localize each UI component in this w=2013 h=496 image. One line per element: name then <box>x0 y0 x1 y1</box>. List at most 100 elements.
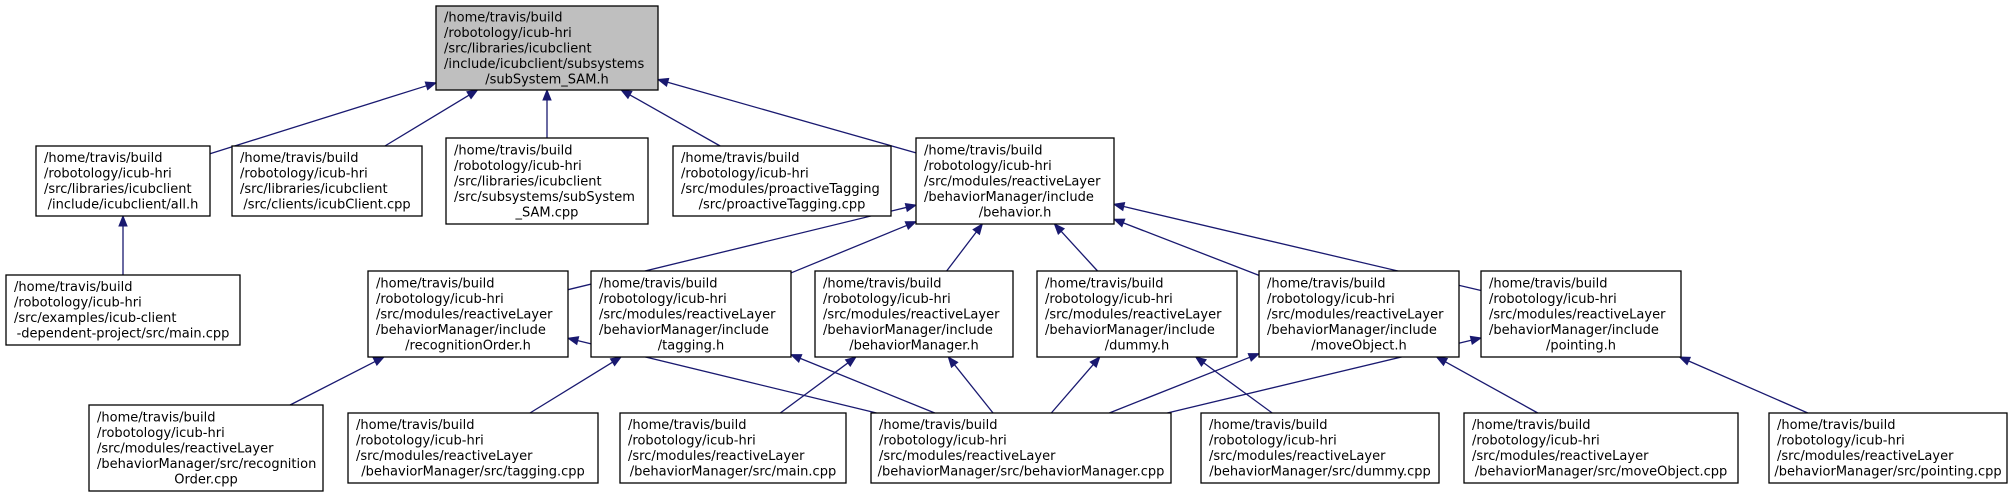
edge-moveobject_h-to-behavior_h <box>1112 218 1260 276</box>
node-label-line: /include/icubclient/all.h <box>48 198 199 213</box>
edge-line <box>384 94 470 147</box>
node-recognitionorder-cpp[interactable]: /home/travis/build/robotology/icub-hri/s… <box>88 404 324 492</box>
node-label-line: /behaviorManager/src/tagging.cpp <box>361 465 585 480</box>
node-example-main-cpp[interactable]: /home/travis/build/robotology/icub-hri/s… <box>5 274 241 346</box>
node-pointing-h[interactable]: /home/travis/build/robotology/icub-hri/s… <box>1480 270 1682 358</box>
arrowhead <box>789 354 803 363</box>
node-main-cpp[interactable]: /home/travis/build/robotology/icub-hri/s… <box>619 412 847 484</box>
node-recognitionorder-h[interactable]: /home/travis/build/robotology/icub-hri/s… <box>367 270 569 358</box>
node-label-line: /src/modules/reactiveLayer <box>1777 449 1954 464</box>
edge-dummy_h-to-behavior_h <box>1053 223 1099 272</box>
node-label-line: /src/modules/reactiveLayer <box>1267 307 1444 322</box>
node-label-line: /behaviorManager/include <box>823 323 993 338</box>
node-label-line: /src/modules/reactiveLayer <box>879 449 1056 464</box>
edge-line <box>779 362 849 414</box>
node-box <box>1480 270 1682 358</box>
edge-line <box>667 81 917 154</box>
node-label-line: /behaviorManager/src/main.cpp <box>630 465 836 480</box>
node-box <box>1463 412 1739 484</box>
edge-behaviormanager_h-to-behavior_h <box>946 222 984 272</box>
edge-line <box>1050 364 1094 414</box>
node-label-line: /include/icubclient/subsystems <box>444 57 644 72</box>
node-label-line: /src/modules/reactiveLayer <box>823 307 1000 322</box>
node-moveobject-cpp[interactable]: /home/travis/build/robotology/icub-hri/s… <box>1463 412 1739 484</box>
arrowhead <box>1053 223 1066 235</box>
node-label-line: /home/travis/build <box>1472 418 1590 433</box>
node-label-line: /home/travis/build <box>1045 276 1163 291</box>
node-label-line: /src/modules/reactiveLayer <box>356 449 533 464</box>
node-root: /home/travis/build/robotology/icub-hri/s… <box>435 5 659 91</box>
edge-behaviormanager_cpp-to-tagging_h <box>789 354 936 414</box>
node-label-line: /behaviorManager/src/recognition <box>97 457 316 472</box>
node-label-line: /robotology/icub-hri <box>240 167 368 182</box>
arrowhead <box>947 355 959 369</box>
node-dummy-cpp[interactable]: /home/travis/build/robotology/icub-hri/s… <box>1200 412 1440 484</box>
node-subsystem-sam-cpp[interactable]: /home/travis/build/robotology/icub-hri/s… <box>445 137 649 225</box>
node-proactivetagging-cpp[interactable]: /home/travis/build/robotology/icub-hri/s… <box>672 145 892 217</box>
node-label-line: /robotology/icub-hri <box>599 292 727 307</box>
node-label-line: /src/subsystems/subSystem <box>454 190 635 205</box>
node-label-line: /src/libraries/icubclient <box>444 41 592 56</box>
edge-line <box>1203 362 1273 414</box>
node-tagging-cpp[interactable]: /home/travis/build/robotology/icub-hri/s… <box>347 412 599 484</box>
node-label-line: /robotology/icub-hri <box>376 292 504 307</box>
edge-moveobject_cpp-to-moveobject_h <box>1435 356 1539 414</box>
node-label-line: /robotology/icub-hri <box>681 167 809 182</box>
edge-all_h-to-root <box>209 81 438 155</box>
node-box <box>1200 412 1440 484</box>
node-label-line: /behaviorManager/src/moveObject.cpp <box>1475 465 1728 480</box>
node-box <box>35 145 211 217</box>
edge-line <box>1123 222 1260 276</box>
node-label-line: /src/modules/reactiveLayer <box>376 307 553 322</box>
edge-icubclient_cpp-to-root <box>384 89 479 147</box>
node-behavior-h[interactable]: /home/travis/build/robotology/icub-hri/s… <box>915 137 1115 225</box>
node-label-line: /robotology/icub-hri <box>1472 434 1600 449</box>
node-all-h[interactable]: /home/travis/build/robotology/icub-hri/s… <box>35 145 211 217</box>
node-box <box>1258 270 1460 358</box>
node-moveobject-h[interactable]: /home/travis/build/robotology/icub-hri/s… <box>1258 270 1460 358</box>
edge-behaviormanager_cpp-to-moveobject_h <box>1109 353 1261 414</box>
node-label-line: /src/modules/reactiveLayer <box>1209 449 1386 464</box>
edge-behavior_h-to-root <box>656 77 917 154</box>
arrowhead <box>1112 218 1126 228</box>
arrowhead <box>1678 356 1692 366</box>
arrowhead <box>904 221 918 231</box>
edge-line <box>1445 361 1539 414</box>
node-label-line: _SAM.cpp <box>515 205 579 220</box>
node-label-line: /src/libraries/icubclient <box>44 182 192 197</box>
node-label-line: /behaviorManager/src/behaviorManager.cpp <box>878 465 1165 480</box>
node-label-line: /behavior.h <box>979 205 1052 220</box>
edge-main_cpp-to-behaviormanager_h <box>779 356 857 414</box>
arrowhead <box>656 77 670 87</box>
node-label-line: /robotology/icub-hri <box>44 167 172 182</box>
node-icubclient-cpp[interactable]: /home/travis/build/robotology/icub-hri/s… <box>231 145 423 217</box>
node-label-line: /moveObject.h <box>1311 338 1406 353</box>
edge-line <box>629 94 721 147</box>
node-box <box>367 270 569 358</box>
node-label-line: /src/modules/reactiveLayer <box>1489 307 1666 322</box>
node-label-line: /robotology/icub-hri <box>1209 434 1337 449</box>
node-behaviormanager-h[interactable]: /home/travis/build/robotology/icub-hri/s… <box>814 270 1014 358</box>
arrowhead <box>1089 355 1101 369</box>
node-tagging-h[interactable]: /home/travis/build/robotology/icub-hri/s… <box>590 270 792 358</box>
node-dummy-h[interactable]: /home/travis/build/robotology/icub-hri/s… <box>1036 270 1238 358</box>
node-label-line: /src/libraries/icubclient <box>454 174 602 189</box>
edge-line <box>954 364 994 414</box>
node-label-line: /dummy.h <box>1105 338 1169 353</box>
node-label-line: /src/proactiveTagging.cpp <box>699 198 866 213</box>
node-label-line: /robotology/icub-hri <box>628 434 756 449</box>
arrowhead <box>609 356 623 367</box>
node-label-line: /pointing.h <box>1546 338 1616 353</box>
node-label-line: /robotology/icub-hri <box>356 434 484 449</box>
arrowhead <box>566 336 580 346</box>
edge-recognitionorder_cpp-to-recognitionorder_h <box>289 356 386 406</box>
node-label-line: /home/travis/build <box>376 276 494 291</box>
node-behaviormanager-cpp[interactable]: /home/travis/build/robotology/icub-hri/s… <box>870 412 1172 484</box>
node-label-line: /home/travis/build <box>599 276 717 291</box>
node-pointing-cpp[interactable]: /home/travis/build/robotology/icub-hri/s… <box>1768 412 2008 484</box>
node-label-line: /robotology/icub-hri <box>444 26 572 41</box>
arrowhead <box>372 356 386 366</box>
dependency-edges <box>118 77 1809 414</box>
node-label-line: /behaviorManager.h <box>849 338 979 353</box>
